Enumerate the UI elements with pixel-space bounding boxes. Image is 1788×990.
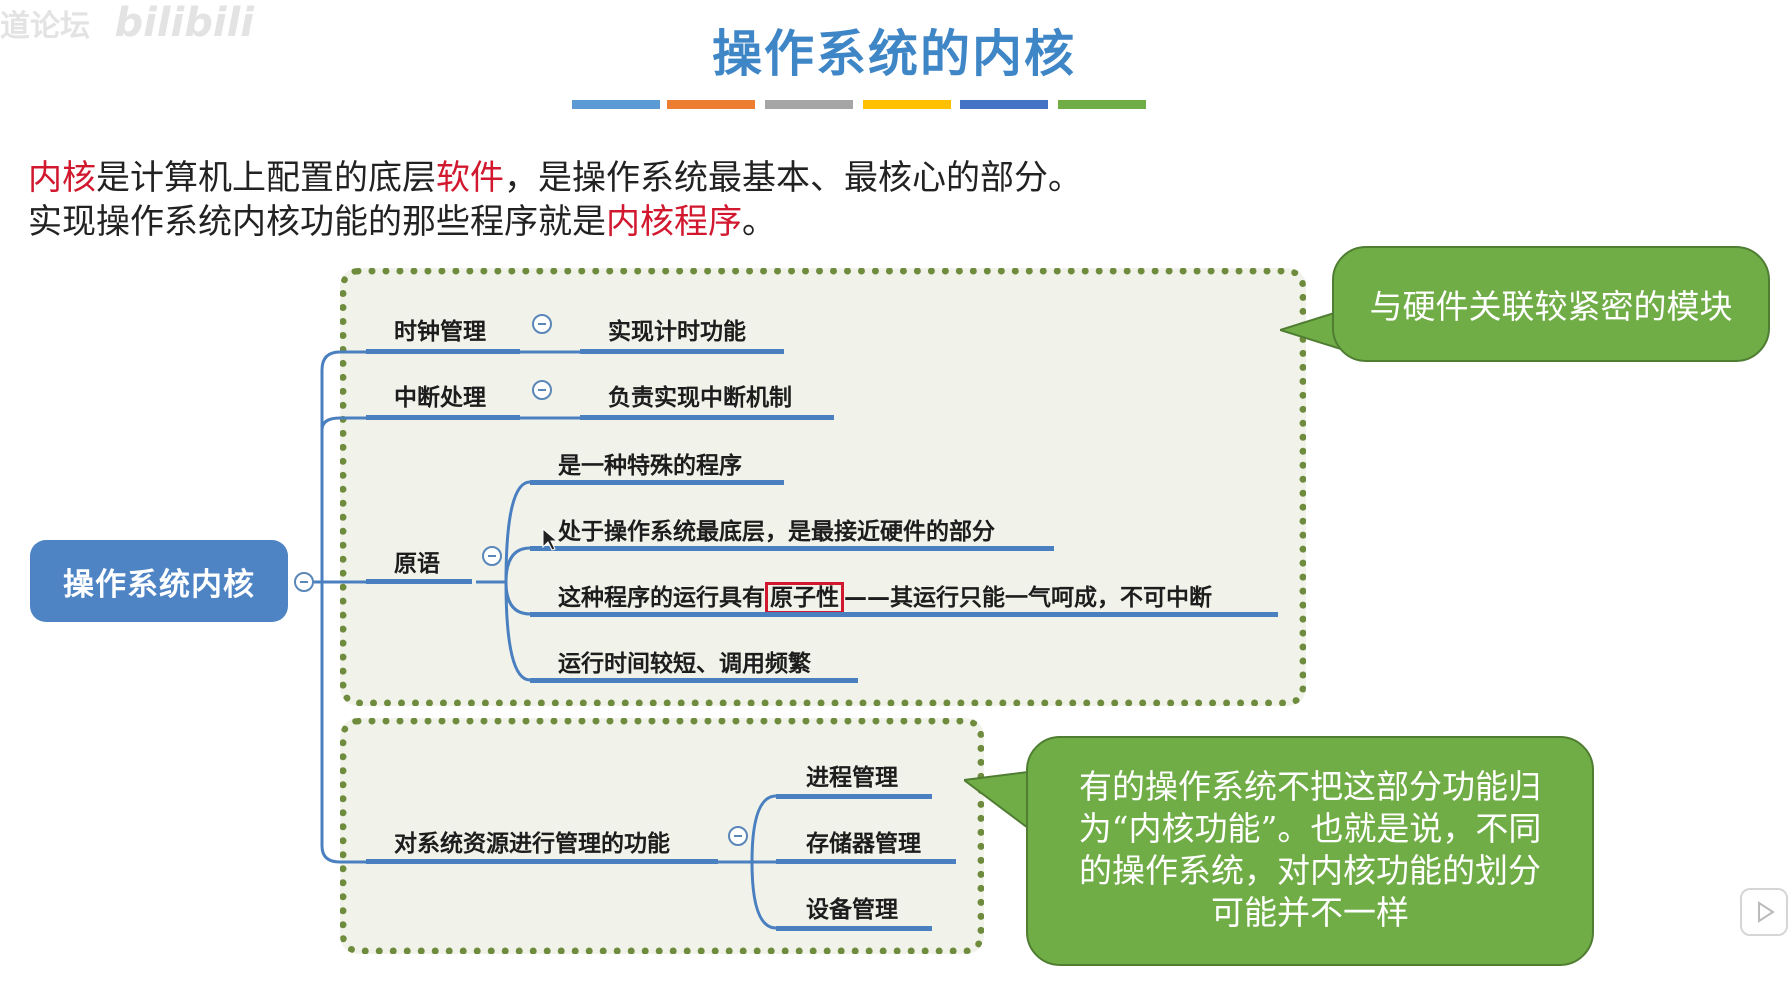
callout-hardware: 与硬件关联较紧密的模块 bbox=[1332, 246, 1770, 362]
watermark: 道论坛 bilibili bbox=[0, 0, 254, 46]
node-underline bbox=[366, 349, 520, 354]
intro-text: 实现操作系统内核功能的那些程序就是 bbox=[28, 202, 606, 242]
term-kernel-program: 内核程序 bbox=[606, 202, 742, 242]
node-resource-management[interactable]: 对系统资源进行管理的功能 bbox=[394, 831, 670, 857]
intro-text: 。 bbox=[742, 202, 776, 242]
callout-note-text: 有的操作系统不把这部分功能归为“内核功能”。也就是说，不同的操作系统，对内核功能… bbox=[1078, 767, 1542, 932]
callout-pointer-note bbox=[964, 768, 1044, 842]
node-interrupt-handling[interactable]: 中断处理 bbox=[394, 385, 486, 411]
node-underline bbox=[776, 926, 932, 931]
play-button[interactable] bbox=[1740, 888, 1788, 936]
color-segment-2 bbox=[667, 100, 755, 109]
collapse-toggle-icon[interactable] bbox=[532, 314, 552, 334]
node-primitive-item-2[interactable]: 处于操作系统最底层，是最接近硬件的部分 bbox=[558, 519, 995, 545]
color-segment-6 bbox=[1058, 100, 1146, 109]
collapse-toggle-icon[interactable] bbox=[728, 826, 748, 846]
callout-note: 有的操作系统不把这部分功能归为“内核功能”。也就是说，不同的操作系统，对内核功能… bbox=[1026, 736, 1594, 966]
node-underline bbox=[530, 546, 1054, 551]
color-segment-4 bbox=[863, 100, 951, 109]
color-segment-5 bbox=[960, 100, 1048, 109]
color-segment-1 bbox=[572, 100, 660, 109]
term-software: 软件 bbox=[436, 158, 504, 198]
intro-text: ，是操作系统最基本、最核心的部分。 bbox=[504, 158, 1082, 198]
node-device-management[interactable]: 设备管理 bbox=[806, 897, 898, 923]
bilibili-logo: bilibili bbox=[114, 0, 254, 46]
primitive-item-3-prefix: 这种程序的运行具有 bbox=[558, 585, 765, 611]
callout-hardware-text: 与硬件关联较紧密的模块 bbox=[1369, 287, 1733, 326]
play-icon bbox=[1758, 901, 1775, 923]
node-underline bbox=[776, 859, 956, 864]
node-underline bbox=[366, 579, 472, 584]
node-underline bbox=[580, 349, 784, 354]
collapse-toggle-icon[interactable] bbox=[532, 380, 552, 400]
resource-management-box bbox=[340, 718, 984, 954]
page-title: 操作系统的内核 bbox=[712, 25, 1076, 83]
intro-line-2: 实现操作系统内核功能的那些程序就是内核程序。 bbox=[28, 194, 776, 243]
intro-line-1: 内核是计算机上配置的底层软件，是操作系统最基本、最核心的部分。 bbox=[28, 150, 1082, 199]
node-primitive-item-1[interactable]: 是一种特殊的程序 bbox=[558, 453, 742, 479]
node-underline bbox=[530, 678, 858, 683]
node-clock-management[interactable]: 时钟管理 bbox=[394, 319, 486, 345]
intro-text: 是计算机上配置的底层 bbox=[96, 158, 436, 198]
primitive-item-3-suffix: ——其运行只能一气呵成，不可中断 bbox=[844, 585, 1212, 611]
node-clock-detail[interactable]: 实现计时功能 bbox=[608, 319, 746, 345]
node-interrupt-detail[interactable]: 负责实现中断机制 bbox=[608, 385, 792, 411]
node-underline bbox=[580, 415, 834, 420]
node-memory-management[interactable]: 存储器管理 bbox=[806, 831, 921, 857]
mouse-cursor-icon bbox=[542, 528, 558, 551]
term-kernel: 内核 bbox=[28, 158, 96, 198]
collapse-toggle-icon[interactable] bbox=[294, 572, 314, 592]
root-node[interactable]: 操作系统内核 bbox=[30, 540, 288, 622]
node-primitive-item-4[interactable]: 运行时间较短、调用频繁 bbox=[558, 651, 811, 677]
node-primitive[interactable]: 原语 bbox=[394, 551, 440, 577]
hardware-module-box bbox=[340, 268, 1306, 706]
node-process-management[interactable]: 进程管理 bbox=[806, 765, 898, 791]
node-underline bbox=[366, 859, 718, 864]
collapse-toggle-icon[interactable] bbox=[482, 546, 502, 566]
color-segment-3 bbox=[765, 100, 853, 109]
watermark-text: 道论坛 bbox=[0, 9, 90, 44]
node-primitive-item-3[interactable]: 这种程序的运行具有原子性——其运行只能一气呵成，不可中断 bbox=[558, 578, 1212, 614]
node-underline bbox=[776, 794, 932, 799]
node-underline bbox=[366, 415, 520, 420]
node-underline bbox=[530, 480, 784, 485]
atomicity-highlight: 原子性 bbox=[765, 582, 844, 614]
node-underline bbox=[530, 612, 1278, 617]
